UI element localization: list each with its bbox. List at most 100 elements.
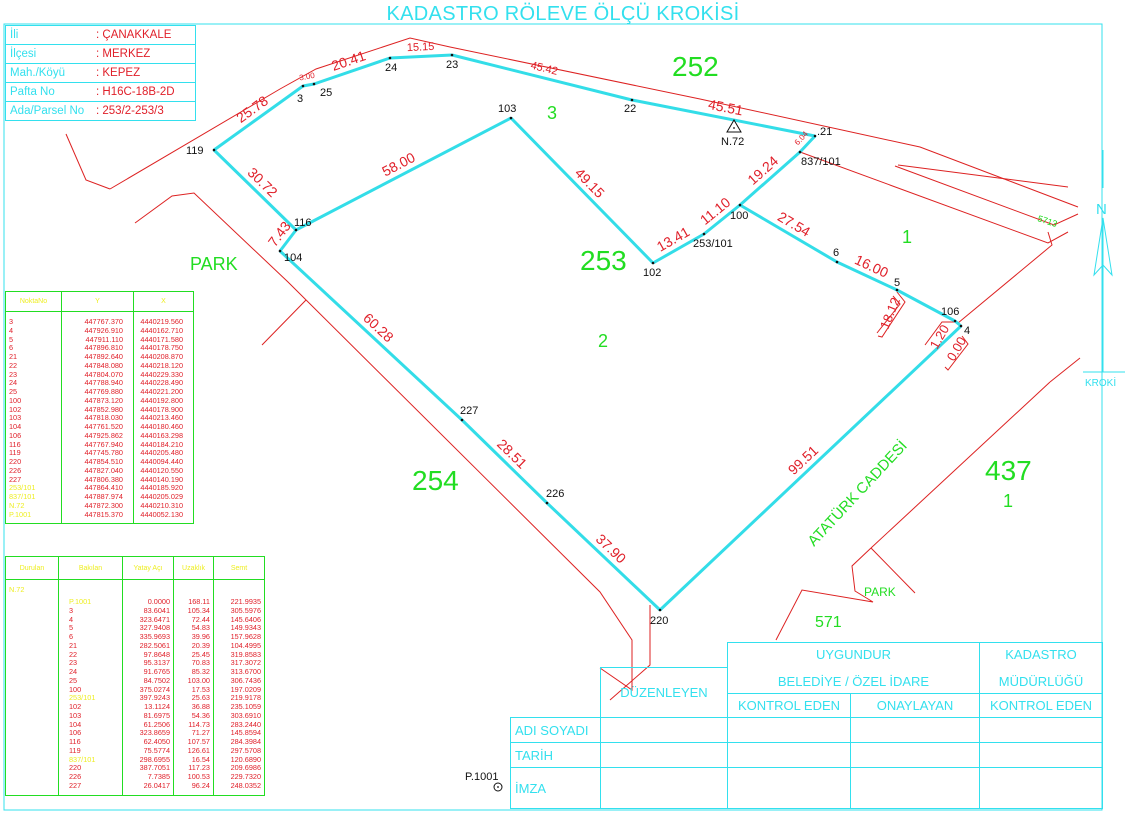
survey-point-marker [509, 116, 513, 120]
survey-point-label: 22 [624, 103, 636, 115]
edge-length-label: 37.90 [593, 531, 630, 567]
survey-point-label: 226 [546, 488, 564, 500]
meas-header-durulan: Durulan [5, 556, 59, 580]
meas-angle: 83.6041 [121, 606, 175, 616]
approval-entry-cell[interactable] [850, 742, 980, 768]
coord-y: 447767.370 [61, 311, 134, 327]
approval-entry-cell[interactable] [727, 717, 851, 743]
survey-point-marker [702, 232, 706, 236]
approval-entry-cell[interactable] [850, 767, 980, 809]
approval-mudurlugu: MÜDÜRLÜĞÜ [998, 674, 1084, 689]
meas-azimuth: 306.7436 [212, 676, 266, 686]
info-label: Ada/Parsel No [5, 101, 92, 121]
coord-header-no: NoktaNo [5, 291, 62, 312]
parcel-edge [836, 260, 898, 292]
info-label: İlçesi [5, 44, 92, 64]
approval-entry-cell[interactable] [600, 767, 728, 809]
info-row: Pafta No: H16C-18B-2D [5, 82, 196, 102]
meas-angle: 75.5774 [121, 746, 175, 756]
boundary-west-curb [65, 133, 111, 190]
coord-x: 4440184.210 [133, 440, 194, 450]
coord-point-no: 3 [5, 311, 62, 327]
survey-point-marker [460, 418, 464, 422]
meas-azimuth: 149.9343 [212, 623, 266, 633]
survey-point-marker [959, 324, 963, 328]
coord-y: 447815.370 [61, 510, 134, 524]
parcel-edge [545, 501, 662, 612]
sheet-title: KADASTRO RÖLEVE ÖLÇÜ KROKİSİ [386, 3, 740, 25]
edge-length-label: 49.15 [572, 165, 608, 201]
parcel-edge [652, 232, 705, 265]
edge-length-label: 60.28 [360, 310, 397, 346]
survey-point-marker [545, 501, 549, 505]
meas-angle: 375.0274 [121, 685, 175, 695]
approval-entry-cell[interactable] [850, 717, 980, 743]
boundary-park-south-tick [870, 547, 916, 594]
coord-x: 4440210.310 [133, 501, 194, 511]
place-label-park-bottom: PARK [864, 585, 896, 599]
coord-point-no: 5 [5, 335, 62, 345]
boundary-north [109, 37, 1079, 208]
station-n72-label: N.72 [721, 136, 744, 148]
meas-angle: 91.6765 [121, 667, 175, 677]
approval-kontrol-eden-1-cell: KONTROL EDEN [727, 693, 851, 718]
approval-onaylayan: ONAYLAYAN [876, 698, 954, 713]
approval-entry-cell[interactable] [600, 717, 728, 743]
approval-entry-cell[interactable] [727, 767, 851, 809]
meas-azimuth: 229.7320 [212, 772, 266, 782]
boundary-sw [609, 605, 651, 701]
survey-point-label: 253/101 [693, 238, 733, 250]
approval-onaylayan-cell: ONAYLAYAN [850, 693, 980, 718]
meas-angle: 84.7502 [121, 676, 175, 686]
approval-entry-cell[interactable] [979, 717, 1103, 743]
coord-x: 4440178.750 [133, 343, 194, 353]
meas-header-angle: Yatay Açı [121, 556, 175, 580]
edge-length-label: 58.00 [379, 149, 418, 179]
approval-entry-cell[interactable] [979, 742, 1103, 768]
survey-point-label: 23 [446, 59, 458, 71]
coord-header-x: X [133, 291, 194, 312]
parcel-edge [460, 418, 549, 505]
parcel-label-253: 253 [580, 245, 627, 276]
survey-point-marker [651, 261, 655, 265]
approval-table: UYGUNDUR BELEDİYE / ÖZEL İDARE KADASTRO … [510, 642, 1103, 809]
offset-label-18-12: 18.12 [877, 295, 903, 331]
approval-entry-cell[interactable] [600, 742, 728, 768]
approval-kontrol-eden-2: KONTROL EDEN [989, 698, 1093, 713]
survey-point-label: 106 [941, 306, 959, 318]
meas-angle: 282.5061 [121, 641, 175, 651]
meas-azimuth: 248.0352 [212, 781, 266, 795]
survey-point-label: 104 [284, 252, 302, 264]
approval-entry-cell[interactable] [979, 767, 1103, 809]
survey-point-label: 102 [643, 267, 661, 279]
meas-distance: 96.24 [173, 781, 214, 795]
survey-point-label: 103 [498, 103, 516, 115]
survey-point-label: 3 [297, 93, 303, 105]
parcel-edge [739, 150, 801, 207]
parcel-label-252: 252 [672, 51, 719, 82]
approval-entry-cell[interactable] [727, 742, 851, 768]
parcel-label-571: 571 [815, 614, 842, 631]
coord-x: 4440163.298 [133, 431, 194, 441]
meas-header-distance: Uzaklık [173, 556, 214, 580]
boundary-road-wedge [894, 165, 1079, 226]
meas-angle: 26.0417 [121, 781, 175, 795]
parcel-label-437-1: 1 [1003, 491, 1013, 511]
survey-point-label: 100 [730, 210, 748, 222]
parcel-label-437: 437 [985, 455, 1032, 486]
